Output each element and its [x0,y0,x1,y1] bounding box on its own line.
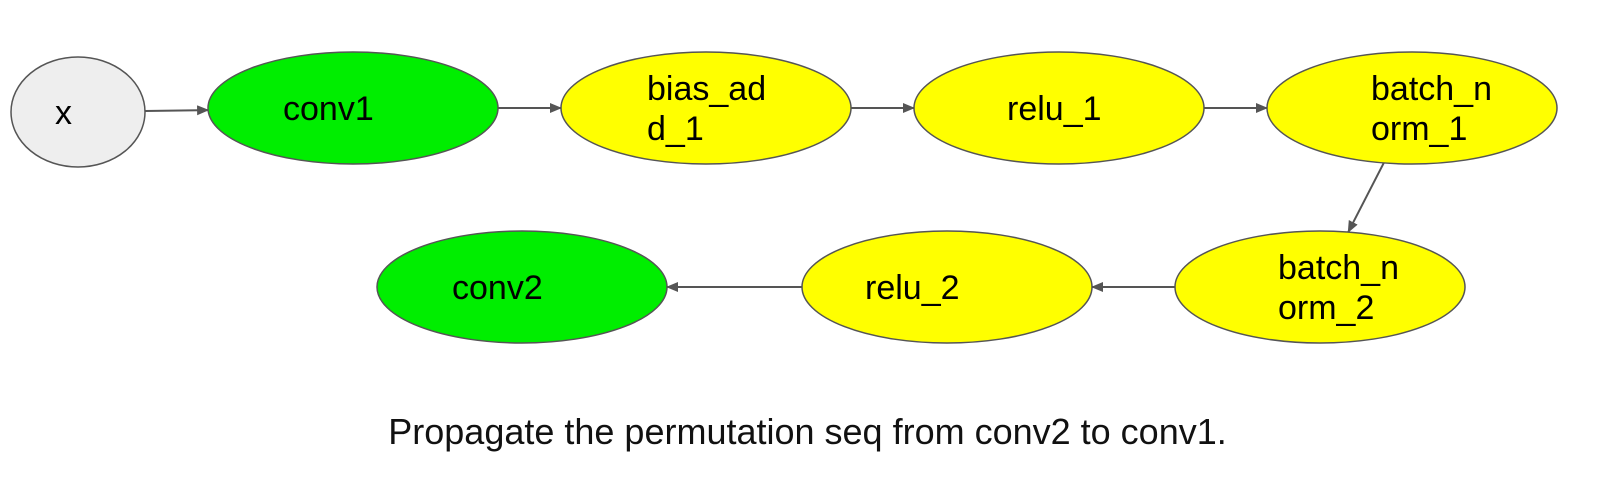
node-batch-norm-1-label: orm_1 [1371,110,1467,148]
node-conv1-label: conv1 [283,90,374,128]
node-relu-1: relu_1 [913,51,1205,165]
node-relu-2: relu_2 [801,230,1093,344]
caption: Propagate the permutation seq from conv2… [388,411,1227,452]
node-x-shape [10,56,146,168]
node-x: x [10,56,146,168]
node-x-label: x [55,94,72,132]
node-relu-1-label: relu_1 [1007,90,1102,128]
node-relu-2-shape [801,230,1093,344]
node-conv2: conv2 [376,230,668,344]
node-conv2-label: conv2 [452,269,543,307]
edge-x-to-conv1 [144,105,210,116]
node-conv1-shape [207,51,499,165]
edge-batch-norm-1-to-batch-norm-2 [1347,162,1385,233]
node-bias-add-1-shape [560,51,852,165]
node-relu-1-shape [913,51,1205,165]
node-conv2-shape [376,230,668,344]
node-bias-add-1: bias_add_1 [560,51,852,165]
node-bias-add-1-label: d_1 [647,110,704,148]
node-conv1: conv1 [207,51,499,165]
node-batch-norm-1-label: batch_n [1371,70,1492,108]
edges [144,103,1385,292]
node-batch-norm-2-shape [1174,230,1466,344]
node-relu-2-label: relu_2 [865,269,960,307]
node-batch-norm-1-shape [1266,51,1558,165]
node-bias-add-1-label: bias_ad [647,70,766,108]
node-batch-norm-2-label: orm_2 [1278,289,1374,327]
node-batch-norm-2-label: batch_n [1278,249,1399,287]
